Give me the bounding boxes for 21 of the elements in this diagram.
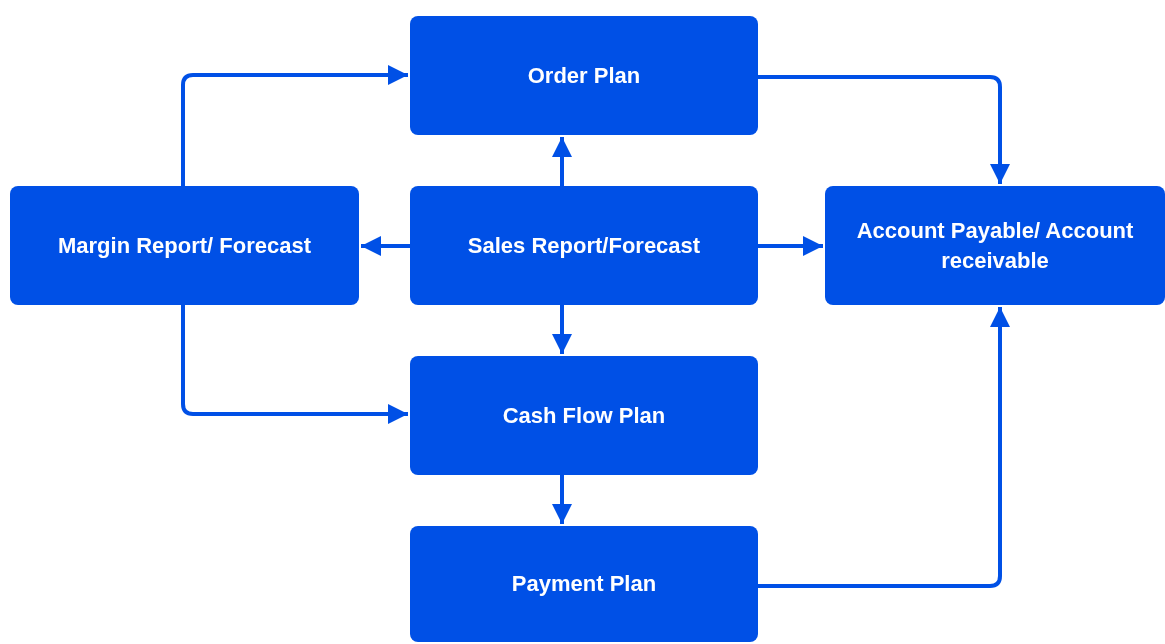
arrow [181,305,408,424]
process-box [410,16,758,135]
arrow [361,236,410,256]
arrow [758,307,1010,588]
arrow [758,75,1010,184]
box-label: Account Payable/ Account receivable [855,216,1135,275]
process-box [825,186,1165,305]
process-box [410,526,758,642]
arrow [552,137,572,186]
process-box [410,356,758,475]
arrow [552,475,572,524]
box-label: Cash Flow Plan [502,401,666,430]
arrow [552,305,572,354]
arrow [181,65,408,186]
box-label: Payment Plan [511,570,657,598]
box-label: Sales Report/Forecast [467,231,701,260]
process-box [10,186,359,305]
box-label: Margin Report/ Forecast [57,231,311,260]
box-label: Order Plan [527,61,641,90]
arrow [758,236,823,256]
process-box [410,186,758,305]
